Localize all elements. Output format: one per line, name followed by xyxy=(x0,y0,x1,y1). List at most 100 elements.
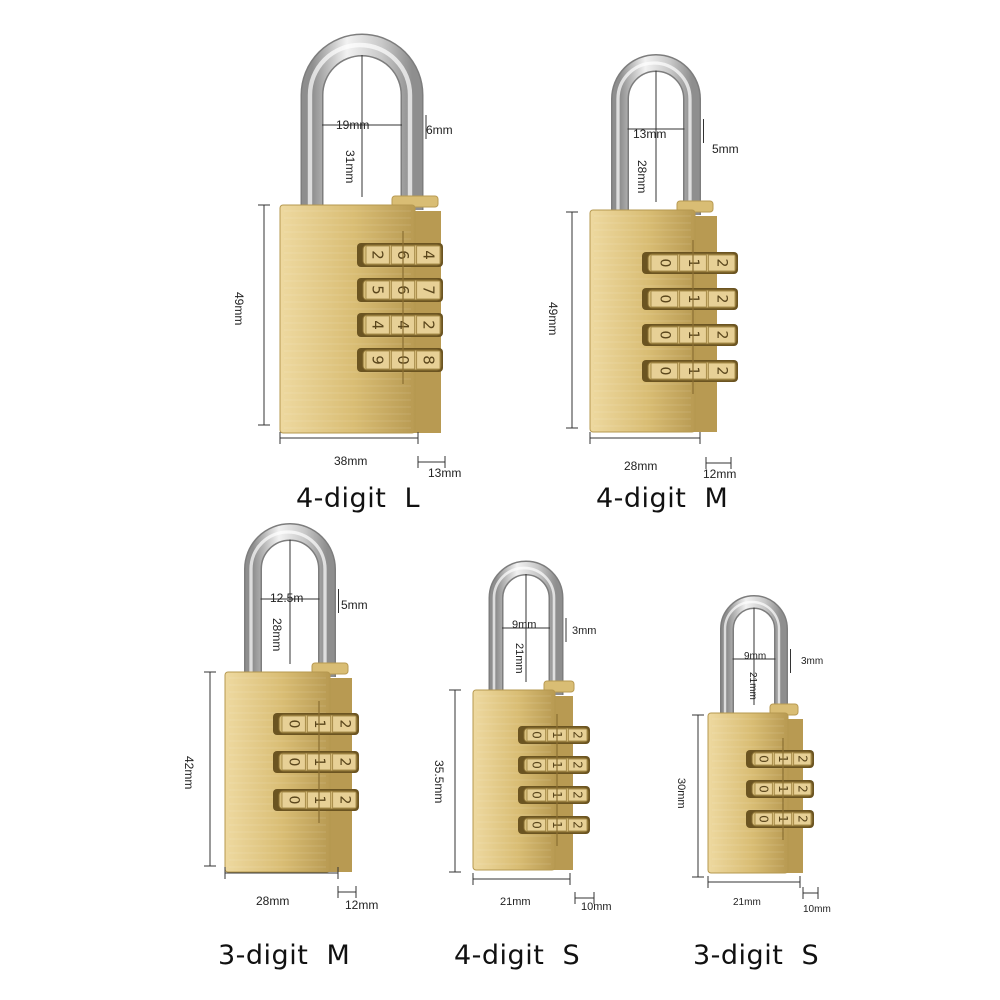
dim-body-depth: 10mm xyxy=(581,901,612,913)
dim-shackle-inner-width: 13mm xyxy=(633,127,667,141)
wheel-digit-cell xyxy=(793,782,812,796)
dim-body-depth: 10mm xyxy=(803,904,831,915)
wheel-digit: 0 xyxy=(656,295,672,304)
dim-body-width: 21mm xyxy=(500,896,531,908)
dim-body-height: 49mm xyxy=(546,302,560,336)
wheel-digit: 2 xyxy=(795,755,809,763)
dim-body-height: 35.5mm xyxy=(432,760,446,804)
wheel-digit: 0 xyxy=(286,720,302,729)
dim-shackle-thickness: 3mm xyxy=(801,656,824,667)
wheel-digit: 2 xyxy=(714,331,730,340)
wheel-digit: 2 xyxy=(714,367,730,376)
wheel-digit: 2 xyxy=(419,320,437,330)
wheel-digit: 8 xyxy=(419,355,437,365)
wheel-digit: 2 xyxy=(336,720,352,729)
wheel-digit: 0 xyxy=(757,815,771,823)
wheel-digit-cell xyxy=(416,245,441,265)
dim-shackle-inner-width: 19mm xyxy=(336,118,370,132)
wheel-digit-cell xyxy=(707,290,736,308)
shackle-highlight xyxy=(492,566,556,695)
wheel-digit-cell xyxy=(332,715,357,733)
wheel-digit: 2 xyxy=(714,259,730,268)
caption: 3-digit M xyxy=(218,940,351,971)
shackle-highlight xyxy=(249,530,327,677)
dim-body-depth: 12mm xyxy=(703,467,737,481)
wheel-digit-cell xyxy=(650,254,679,272)
dim-shackle-clearance: 21mm xyxy=(747,672,758,700)
wheel-digit: 0 xyxy=(529,761,543,769)
dim-shackle-inner-width: 9mm xyxy=(744,651,767,662)
wheel-digit: 7 xyxy=(419,285,437,295)
wheel-digit: 0 xyxy=(286,796,302,805)
wheel-digit: 2 xyxy=(336,758,352,767)
wheel-digit-cell xyxy=(365,315,390,335)
wheel-digit-cell xyxy=(754,782,773,796)
dim-shackle-thickness: 6mm xyxy=(426,123,453,137)
wheel-digit: 0 xyxy=(286,758,302,767)
dim-body-width: 28mm xyxy=(256,894,290,908)
wheel-digit: 2 xyxy=(336,796,352,805)
padlock-2-drawing: 012012012012 xyxy=(566,54,738,469)
wheel-digit: 2 xyxy=(571,761,585,769)
wheel-digit-cell xyxy=(365,245,390,265)
wheel-digit: 4 xyxy=(369,320,387,330)
dim-body-width: 38mm xyxy=(334,454,368,468)
wheel-digit: 2 xyxy=(571,791,585,799)
wheel-digit: 0 xyxy=(757,755,771,763)
body-side xyxy=(328,678,352,872)
wheel-digit-cell xyxy=(281,753,306,771)
wheel-digit-cell xyxy=(754,752,773,766)
wheel-digit-cell xyxy=(526,728,547,742)
wheel-digit-cell xyxy=(707,362,736,380)
dim-shackle-clearance: 28mm xyxy=(270,618,284,652)
dim-shackle-clearance: 28mm xyxy=(635,160,649,194)
padlock-4-drawing: 012012012012 xyxy=(449,560,595,904)
wheel-digit-cell xyxy=(567,758,588,772)
wheel-digit-cell xyxy=(793,752,812,766)
wheel-digit: 0 xyxy=(656,367,672,376)
wheel-digit: 2 xyxy=(571,821,585,829)
wheel-digit: 0 xyxy=(757,785,771,793)
wheel-digit: 0 xyxy=(529,821,543,829)
wheel-digit: 2 xyxy=(369,250,387,260)
wheel-digit-cell xyxy=(754,812,773,826)
wheel-digit: 0 xyxy=(656,259,672,268)
dim-shackle-clearance: 31mm xyxy=(343,150,357,184)
caption: 3-digit S xyxy=(693,940,820,971)
caption: 4-digit M xyxy=(596,483,729,514)
wheel-digit-cell xyxy=(332,753,357,771)
wheel-digit: 2 xyxy=(714,295,730,304)
wheel-digit: 5 xyxy=(369,285,387,295)
wheel-digit-cell xyxy=(416,315,441,335)
caption: 4-digit S xyxy=(454,940,581,971)
dim-shackle-clearance: 21mm xyxy=(513,643,525,674)
wheel-digit: 2 xyxy=(795,815,809,823)
wheel-digit: 2 xyxy=(795,785,809,793)
dim-body-depth: 13mm xyxy=(428,466,462,480)
wheel-digit-cell xyxy=(650,290,679,308)
wheel-digit-cell xyxy=(365,280,390,300)
wheel-digit-cell xyxy=(281,791,306,809)
wheel-digit: 0 xyxy=(656,331,672,340)
wheel-digit-cell xyxy=(650,362,679,380)
wheel-digit-cell xyxy=(281,715,306,733)
padlock-1-drawing: 264567442908 xyxy=(258,33,446,468)
shackle-collar xyxy=(543,680,575,693)
wheel-digit-cell xyxy=(567,818,588,832)
wheel-digit-cell xyxy=(526,758,547,772)
wheel-digit-cell xyxy=(416,280,441,300)
body-side xyxy=(553,696,573,870)
dim-body-height: 42mm xyxy=(182,756,196,790)
wheel-digit-cell xyxy=(793,812,812,826)
dim-body-width: 28mm xyxy=(624,459,658,473)
dim-shackle-inner-width: 9mm xyxy=(512,619,537,631)
shackle-highlight xyxy=(616,61,692,215)
wheel-digit-cell xyxy=(332,791,357,809)
shackle-highlight xyxy=(307,42,413,210)
padlock-5-drawing: 012012012 xyxy=(692,595,819,899)
wheel-digit-cell xyxy=(526,818,547,832)
dim-shackle-inner-width: 12.5m xyxy=(270,591,304,605)
wheel-digit: 0 xyxy=(529,791,543,799)
